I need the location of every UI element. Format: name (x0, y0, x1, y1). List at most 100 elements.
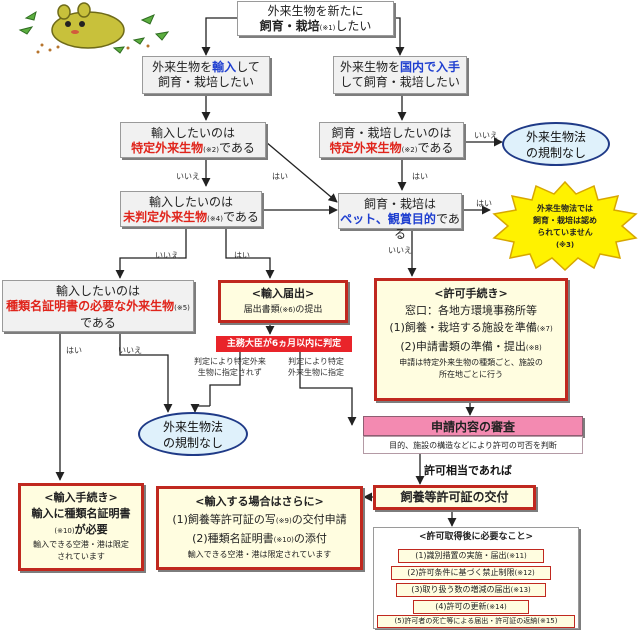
further-title: <輸入する場合はさらに> (195, 495, 324, 508)
further-item2: (2)種類名証明書(※10)の添付 (159, 530, 360, 549)
note-11: (※11) (506, 552, 527, 560)
tokutei-import-key: 特定外来生物 (131, 141, 204, 155)
note-5: (※5) (174, 304, 190, 312)
shomei-line3: である (80, 316, 116, 330)
note-4: (※4) (207, 215, 223, 223)
domestic-line2: して飼育・栽培したい (340, 75, 460, 89)
label-iie-1: いいえ (474, 131, 498, 140)
todokede-body: 届出書類 (243, 305, 280, 315)
domestic-pre: 外来生物を (339, 60, 400, 74)
after-title: <許可取得後に必要なこと> (418, 532, 534, 542)
label-iie-4: いいえ (388, 246, 412, 255)
after-item-2-text: (2)許可条件に基づく禁止制限 (407, 568, 515, 577)
judge-right-label: 判定により特定 外来生物に指定 (288, 356, 344, 378)
label-hai-4: はい (234, 251, 250, 260)
approved-label: 許可相当であれば (424, 464, 512, 477)
import-line1: 外来生物を輸入して (143, 60, 269, 75)
not-permitted-text: 外来生物法では 飼育・栽培は認め られていません (※3) (515, 203, 615, 253)
domestic-question: 外来生物を国内で入手 して飼育・栽培したい (333, 56, 467, 94)
purpose-key: ペット、観賞目的 (340, 212, 436, 226)
label-iie-5: いいえ (118, 346, 142, 355)
further-item1: (1)飼養等許可証の写(※9)の交付申請 (159, 511, 360, 530)
after-item-4: (4)許可の更新(※14) (413, 600, 529, 614)
note-15: (※15) (537, 617, 558, 625)
tokutei-domestic-line1: 飼育・栽培したいのは (331, 126, 452, 140)
judge-right-line2: 外来生物に指定 (288, 368, 344, 377)
note-6: (※6) (279, 306, 296, 314)
import-notification-body: 届出書類(※6)の提出 (221, 302, 345, 318)
note-14: (※14) (486, 603, 507, 611)
no-regulation-ellipse-2: 外来生物法 の規制なし (138, 412, 248, 456)
tokutei-domestic-tail: である (417, 141, 454, 155)
shomei-key: 種類名証明書の必要な外来生物 (6, 299, 175, 313)
mihantei-tail: である (222, 210, 259, 224)
no-regulation-1-line2: の規制なし (525, 146, 586, 160)
judge-left-line1: 判定により特定外来 (194, 357, 266, 366)
tokutei-domestic-key: 特定外来生物 (329, 141, 402, 155)
shomei-line2: 種類名証明書の必要な外来生物(※5) (3, 299, 193, 316)
shomei-question: 輸入したいのは 種類名証明書の必要な外来生物(※5) である (2, 280, 194, 332)
note-12: (※12) (514, 569, 535, 577)
after-item-5-text: (5)許可者の死亡等による届出・許可証の返納 (394, 617, 538, 625)
permit-step1: (1)飼養・栽培する施設を準備(※7) (377, 319, 565, 338)
permit-step1-text: (1)飼養・栽培する施設を準備 (389, 321, 537, 334)
import-proc-line3: 輸入できる空港・港は限定 (33, 540, 129, 549)
domestic-key: 国内で入手 (400, 60, 461, 74)
star-line2: 飼育・栽培は認め (533, 216, 597, 225)
after-item-5: (5)許可者の死亡等による届出・許可証の返納(※15) (377, 615, 575, 628)
after-item-3: (3)取り扱う数の増減の届出(※13) (396, 583, 546, 597)
judgement-label: 主務大臣が6ヵ月以内に判定 (216, 336, 352, 352)
no-regulation-1-line1: 外来生物法 (525, 130, 586, 144)
import-procedure-box: <輸入手続き> 輸入に種類名証明書 (※10)が必要 輸入できる空港・港は限定 … (18, 483, 144, 571)
after-item-1-text: (1)識別措置の実施・届出 (415, 551, 507, 560)
start-line1: 外来生物を新たに (267, 4, 364, 18)
purpose-line1: 飼育・栽培は (363, 197, 436, 211)
label-hai-2: はい (412, 172, 428, 181)
note-8: (※8) (525, 344, 542, 352)
note-10a: (※10) (54, 527, 75, 535)
purpose-line2: ペット、観賞目的である (339, 212, 461, 242)
further-item1-text: (1)飼養等許可証の写 (172, 513, 276, 526)
review-body: 目的、施設の構造などにより許可の可否を判断 (363, 436, 583, 454)
star-line1: 外来生物法では (537, 204, 593, 213)
label-hai-3: はい (476, 199, 492, 208)
review-title: 申請内容の審査 (363, 416, 583, 436)
label-hai-5: はい (66, 346, 82, 355)
tokutei-import-line1: 輸入したいのは (150, 126, 235, 140)
start-tail: したい (335, 19, 372, 33)
further-line3: 輸入できる空港・港は限定されています (187, 550, 332, 559)
tokutei-import-tail: である (218, 141, 255, 155)
further-item1-tail: の交付申請 (291, 513, 347, 526)
import-post: して (236, 60, 260, 74)
shomei-line1: 輸入したいのは (55, 284, 140, 298)
after-item-1: (1)識別措置の実施・届出(※11) (398, 549, 544, 563)
judge-left-line2: 生物に指定されず (197, 368, 262, 377)
label-hai-1: はい (272, 172, 288, 181)
note-7: (※7) (536, 325, 553, 333)
judge-right-line1: 判定により特定 (288, 357, 344, 366)
after-item-4-text: (4)許可の更新 (435, 602, 487, 611)
further-import-box: <輸入する場合はさらに> (1)飼養等許可証の写(※9)の交付申請 (2)種類名… (156, 486, 363, 570)
no-regulation-ellipse-1: 外来生物法 の規制なし (502, 122, 610, 166)
label-iie-3: いいえ (155, 251, 179, 260)
import-line2: 飼育・栽培したい (157, 75, 254, 89)
hamster-mascot-icon (18, 2, 170, 54)
star-line3: られていません (537, 228, 593, 237)
permit-step2-text: (2)申請書類の準備・提出 (400, 340, 526, 353)
permit-step2: (2)申請書類の準備・提出(※8) (377, 338, 565, 357)
tokutei-domestic-line2: 特定外来生物(※2)である (320, 141, 463, 158)
tokutei-domestic-question: 飼育・栽培したいのは 特定外来生物(※2)である (319, 122, 464, 158)
label-iie-2: いいえ (176, 172, 200, 181)
mihantei-line1: 輸入したいのは (148, 195, 233, 209)
note-3: (※3) (555, 241, 575, 249)
note-10b: (※10) (273, 536, 294, 544)
import-notification-box: <輸入届出> 届出書類(※6)の提出 (218, 280, 348, 323)
no-regulation-2-line1: 外来生物法 (162, 420, 223, 434)
further-item2-text: (2)種類名証明書 (192, 532, 274, 545)
permit-procedure-box: <許可手続き> 窓口：各地方環境事務所等 (1)飼養・栽培する施設を準備(※7)… (374, 278, 568, 401)
tokutei-import-question: 輸入したいのは 特定外来生物(※2)である (120, 122, 266, 158)
start-box: 外来生物を新たに 飼育・栽培(※1)したい (237, 1, 394, 36)
not-permitted-starburst (492, 180, 638, 272)
purpose-tail: である (393, 212, 460, 241)
